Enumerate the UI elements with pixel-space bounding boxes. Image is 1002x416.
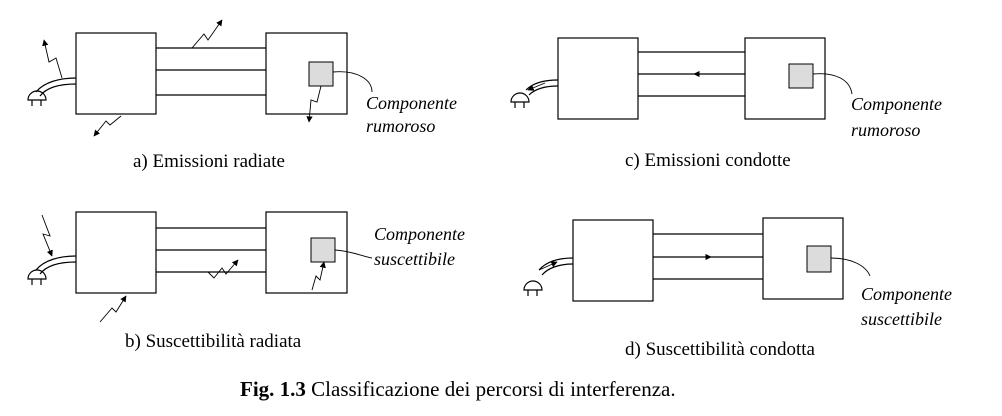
source-device-box	[75, 32, 157, 115]
susceptible-component-square	[806, 245, 832, 273]
signal-flow-arrow-icon	[527, 82, 546, 91]
panel-a-radiated-emissions: Componente rumoroso a) Emissioni radiate	[27, 19, 457, 172]
panel-b-caption: b) Suscettibilità radiata	[125, 331, 302, 352]
source-device-box	[557, 37, 639, 120]
component-leader-line	[830, 257, 871, 277]
figure-caption: Fig. 1.3 Classificazione dei percorsi di…	[240, 377, 676, 401]
component-label-line1: Componente	[861, 284, 952, 304]
lightning-arrow-icon	[191, 19, 223, 49]
panel-d-caption: d) Suscettibilità condotta	[625, 339, 816, 360]
panel-c-caption: c) Emissioni condotte	[625, 150, 791, 171]
lightning-arrow-icon	[99, 295, 127, 323]
victim-device-box	[265, 32, 348, 115]
power-plug-icon	[510, 92, 530, 108]
noisy-component-square	[788, 63, 814, 89]
power-cord	[35, 77, 77, 93]
component-label-line2: rumoroso	[366, 116, 435, 136]
source-device-box	[572, 219, 654, 302]
figure-number: Fig. 1.3	[240, 377, 306, 401]
panel-b-radiated-susceptibility: Componente suscettibile b) Suscettibilit…	[27, 211, 465, 352]
power-cord	[35, 255, 77, 271]
power-plug-icon	[523, 280, 543, 296]
lightning-arrow-icon	[306, 85, 322, 123]
power-cord	[538, 257, 574, 271]
component-leader-line	[334, 249, 373, 259]
noisy-component-square	[308, 61, 334, 87]
lightning-arrow-icon	[41, 214, 53, 257]
lightning-arrow-icon	[207, 259, 239, 279]
component-label-line1: Componente	[366, 93, 457, 113]
susceptible-component-square	[310, 237, 336, 263]
panel-a-caption: a) Emissioni radiate	[133, 151, 285, 172]
lightning-arrow-icon	[311, 261, 326, 291]
panel-c-conducted-emissions: Componente rumoroso c) Emissioni condott…	[510, 37, 942, 171]
component-label-line2: suscettibile	[374, 249, 455, 269]
lightning-arrow-icon	[42, 39, 63, 79]
component-label-line1: Componente	[374, 224, 465, 244]
signal-flow-arrow-icon	[538, 261, 558, 271]
power-plug-icon	[27, 90, 47, 106]
victim-device-box	[762, 217, 844, 300]
component-label-line2: rumoroso	[851, 120, 920, 140]
lightning-arrow-icon	[93, 115, 122, 137]
panel-d-conducted-susceptibility: Componente suscettibile d) Suscettibilit…	[523, 217, 952, 360]
component-leader-line	[332, 71, 373, 93]
power-plug-icon	[27, 269, 47, 285]
figure-caption-text: Classificazione dei percorsi di interfer…	[306, 377, 676, 401]
source-device-box	[75, 211, 157, 294]
component-leader-line	[812, 73, 853, 95]
component-label-line1: Componente	[851, 94, 942, 114]
component-label-line2: suscettibile	[861, 309, 942, 329]
